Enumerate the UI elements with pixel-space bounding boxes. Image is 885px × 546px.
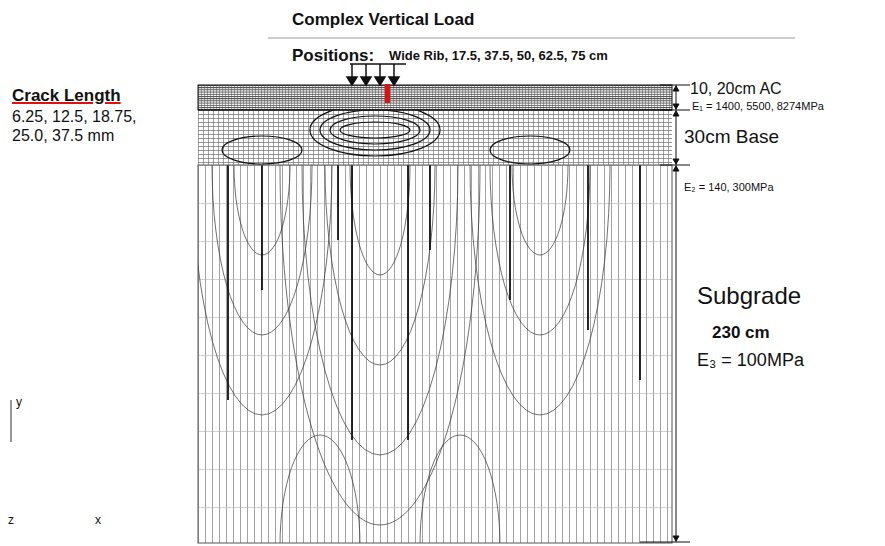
subgrade-label: Subgrade (697, 282, 801, 310)
subgrade-thickness: 230 cm (712, 323, 770, 343)
ac-modulus: E₁ = 1400, 5500, 8274MPa (692, 100, 824, 113)
position-heading: Positions: (292, 46, 374, 66)
crack-heading: Crack Length (12, 86, 121, 106)
ac-thickness: 10, 20cm AC (690, 80, 782, 98)
axis-label: z (8, 514, 14, 528)
axis-label: y (16, 396, 22, 410)
subgrade-modulus: E₃ = 100MPa (697, 350, 804, 371)
axis-label: x (95, 514, 101, 528)
base-label: 30cm Base (684, 126, 779, 148)
crack-values: 6.25, 12.5, 18.75, 25.0, 37.5 mm (12, 107, 147, 145)
position-values: Wide Rib, 17.5, 37.5, 50, 62.5, 75 cm (389, 49, 608, 64)
base-modulus: E₂ = 140, 300MPa (684, 181, 774, 194)
diagram-title: Complex Vertical Load (292, 10, 474, 30)
